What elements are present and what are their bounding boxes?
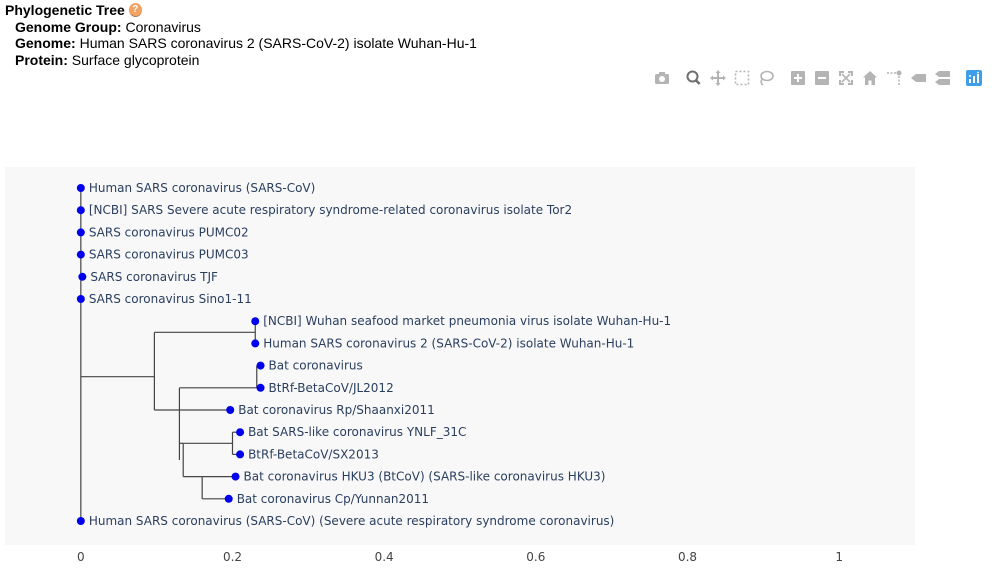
plotly-logo-icon[interactable] xyxy=(966,70,982,86)
leaf-node[interactable] xyxy=(76,228,85,237)
leaf-node[interactable] xyxy=(231,472,240,481)
leaf-node[interactable] xyxy=(256,361,265,370)
leaf-label: BtRf-BetaCoV/JL2012 xyxy=(269,381,394,395)
lasso-select-icon[interactable] xyxy=(758,70,774,86)
reset-axes-icon[interactable] xyxy=(862,70,878,86)
protein-label: Protein: xyxy=(15,51,68,68)
leaf-node[interactable] xyxy=(251,317,260,326)
leaf-label: Bat coronavirus Rp/Shaanxi2011 xyxy=(238,403,435,417)
tree-header: Phylogenetic Tree ? Genome Group: Corona… xyxy=(5,2,477,68)
leaf-node[interactable] xyxy=(236,428,245,437)
leaf-label: [NCBI] SARS Severe acute respiratory syn… xyxy=(89,203,572,217)
autoscale-icon[interactable] xyxy=(838,70,854,86)
genome-group-value: Coronavirus xyxy=(125,18,201,35)
hover-compare-icon[interactable] xyxy=(934,70,950,86)
box-select-icon[interactable] xyxy=(734,70,750,86)
spike-lines-icon[interactable] xyxy=(886,70,902,86)
leaf-label: Bat coronavirus HKU3 (BtCoV) (SARS-like … xyxy=(244,470,606,484)
x-axis: 0 0.2 0.4 0.6 0.8 1 xyxy=(77,550,843,564)
leaf-node[interactable] xyxy=(236,450,245,459)
x-tick-label: 0 xyxy=(77,550,85,564)
leaf-node[interactable] xyxy=(224,494,233,503)
zoom-icon[interactable] xyxy=(686,70,702,86)
leaf-node[interactable] xyxy=(76,206,85,215)
leaf-node[interactable] xyxy=(256,383,265,392)
leaf-label: Human SARS coronavirus (SARS-CoV) (Sever… xyxy=(89,514,615,528)
leaf-label: SARS coronavirus TJF xyxy=(90,270,218,284)
hover-closest-icon[interactable] xyxy=(910,70,926,86)
plot-area[interactable] xyxy=(5,167,915,545)
leaf-label: BtRf-BetaCoV/SX2013 xyxy=(248,447,379,461)
zoom-in-icon[interactable] xyxy=(790,70,806,86)
genome-value: Human SARS coronavirus 2 (SARS-CoV-2) is… xyxy=(79,35,477,51)
zoom-out-icon[interactable] xyxy=(814,70,830,86)
leaf-node[interactable] xyxy=(226,406,235,414)
leaf-label: Bat coronavirus Cp/Yunnan2011 xyxy=(237,492,429,506)
leaf-label: SARS coronavirus Sino1-11 xyxy=(89,292,252,306)
genome-label: Genome: xyxy=(15,35,76,51)
modebar xyxy=(650,70,986,86)
genome-row: Genome: Human SARS coronavirus 2 (SARS-C… xyxy=(5,35,477,52)
camera-icon[interactable] xyxy=(654,70,670,86)
leaf-label: [NCBI] Wuhan seafood market pneumonia vi… xyxy=(263,314,671,328)
x-tick-label: 1 xyxy=(835,550,843,564)
genome-group-row: Genome Group: Coronavirus xyxy=(5,19,477,36)
leaf-label: Human SARS coronavirus 2 (SARS-CoV-2) is… xyxy=(263,336,634,350)
help-icon[interactable]: ? xyxy=(128,3,142,18)
leaf-node[interactable] xyxy=(76,250,85,259)
x-tick-label: 0.8 xyxy=(678,550,697,564)
title-row: Phylogenetic Tree ? xyxy=(5,2,477,19)
pan-icon[interactable] xyxy=(710,70,726,86)
leaf-label: Bat SARS-like coronavirus YNLF_31C xyxy=(248,425,466,439)
leaf-label: Bat coronavirus xyxy=(269,359,363,373)
leaf-label: SARS coronavirus PUMC03 xyxy=(89,248,249,262)
genome-group-label: Genome Group: xyxy=(15,18,122,35)
leaf-label: Human SARS coronavirus (SARS-CoV) xyxy=(89,181,316,195)
leaf-node[interactable] xyxy=(78,272,87,281)
x-tick-label: 0.2 xyxy=(223,550,242,564)
protein-row: Protein: Surface glycoprotein xyxy=(5,52,477,69)
page-title: Phylogenetic Tree xyxy=(5,2,125,18)
x-tick-label: 0.6 xyxy=(526,550,545,564)
x-tick-label: 0.4 xyxy=(375,550,394,564)
leaves: Human SARS coronavirus (SARS-CoV) [NCBI] … xyxy=(76,181,671,528)
branches xyxy=(80,188,261,521)
leaf-node[interactable] xyxy=(76,184,85,192)
leaf-node[interactable] xyxy=(76,295,85,303)
leaf-node[interactable] xyxy=(251,339,260,348)
leaf-node[interactable] xyxy=(76,517,85,525)
leaf-label: SARS coronavirus PUMC02 xyxy=(89,225,249,239)
protein-value: Surface glycoprotein xyxy=(71,51,200,68)
